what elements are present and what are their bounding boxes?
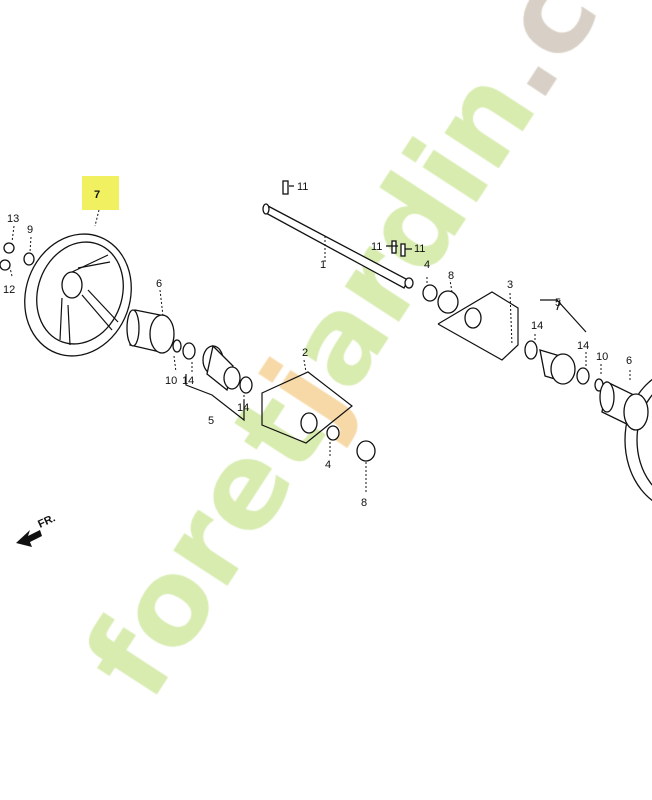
callout-14[interactable]: 14 bbox=[182, 375, 194, 387]
bolt[interactable] bbox=[3, 242, 15, 254]
pin[interactable] bbox=[391, 240, 397, 254]
callout-11[interactable]: 11 bbox=[297, 181, 308, 193]
callout-8[interactable]: 8 bbox=[361, 497, 367, 509]
callout-13[interactable]: 13 bbox=[7, 213, 19, 225]
callout-14[interactable]: 14 bbox=[531, 320, 543, 332]
callout-1[interactable]: 1 bbox=[320, 259, 326, 271]
bolt[interactable] bbox=[0, 259, 11, 271]
direction-label: FR. bbox=[36, 512, 57, 530]
callout-14[interactable]: 14 bbox=[237, 402, 249, 414]
callout-6[interactable]: 6 bbox=[626, 355, 632, 367]
oil-seal[interactable] bbox=[356, 440, 376, 462]
callout-6[interactable]: 6 bbox=[156, 278, 162, 290]
gear[interactable] bbox=[300, 412, 318, 434]
bearing[interactable] bbox=[524, 340, 538, 360]
callout-5[interactable]: 5 bbox=[208, 415, 214, 427]
callout-9[interactable]: 9 bbox=[27, 224, 33, 236]
wheel-left[interactable] bbox=[8, 219, 148, 371]
callout-11[interactable]: 11 bbox=[371, 241, 382, 253]
callout-7[interactable]: 7 bbox=[94, 189, 100, 201]
callout-12[interactable]: 12 bbox=[3, 284, 15, 296]
hub-left[interactable] bbox=[202, 344, 241, 392]
callout-5[interactable]: 5 bbox=[555, 297, 561, 309]
callout-labels: 1 2 3 4 4 5 5 6 6 7 8 8 9 10 10 11 11 11… bbox=[3, 181, 632, 509]
bushing-right[interactable] bbox=[599, 381, 649, 431]
bearing[interactable] bbox=[239, 376, 253, 394]
pin[interactable] bbox=[282, 180, 289, 195]
gear[interactable] bbox=[464, 307, 482, 329]
shaft[interactable] bbox=[262, 203, 414, 289]
nut[interactable] bbox=[23, 252, 35, 266]
front-direction-marker: FR. bbox=[16, 512, 57, 547]
gear-case-outline bbox=[437, 291, 519, 361]
highlight-box bbox=[82, 176, 119, 210]
bushing-left[interactable] bbox=[126, 309, 175, 354]
wheel-right[interactable] bbox=[624, 370, 652, 510]
pin[interactable] bbox=[400, 243, 406, 257]
callout-4[interactable]: 4 bbox=[424, 259, 430, 271]
callout-14[interactable]: 14 bbox=[577, 340, 589, 352]
callout-2[interactable]: 2 bbox=[302, 347, 308, 359]
bushing[interactable] bbox=[422, 284, 438, 302]
washer[interactable] bbox=[172, 339, 182, 353]
callout-10[interactable]: 10 bbox=[165, 375, 177, 387]
callout-8[interactable]: 8 bbox=[448, 270, 454, 282]
bushing[interactable] bbox=[326, 425, 340, 441]
hub-right[interactable] bbox=[539, 349, 576, 385]
gear-case-outline bbox=[261, 371, 353, 444]
oil-seal[interactable] bbox=[437, 290, 459, 314]
callout-11[interactable]: 11 bbox=[414, 243, 425, 255]
callout-4[interactable]: 4 bbox=[325, 459, 331, 471]
callout-3[interactable]: 3 bbox=[507, 279, 513, 291]
callout-10[interactable]: 10 bbox=[596, 351, 608, 363]
bearing[interactable] bbox=[182, 342, 196, 360]
bearing[interactable] bbox=[576, 367, 590, 385]
